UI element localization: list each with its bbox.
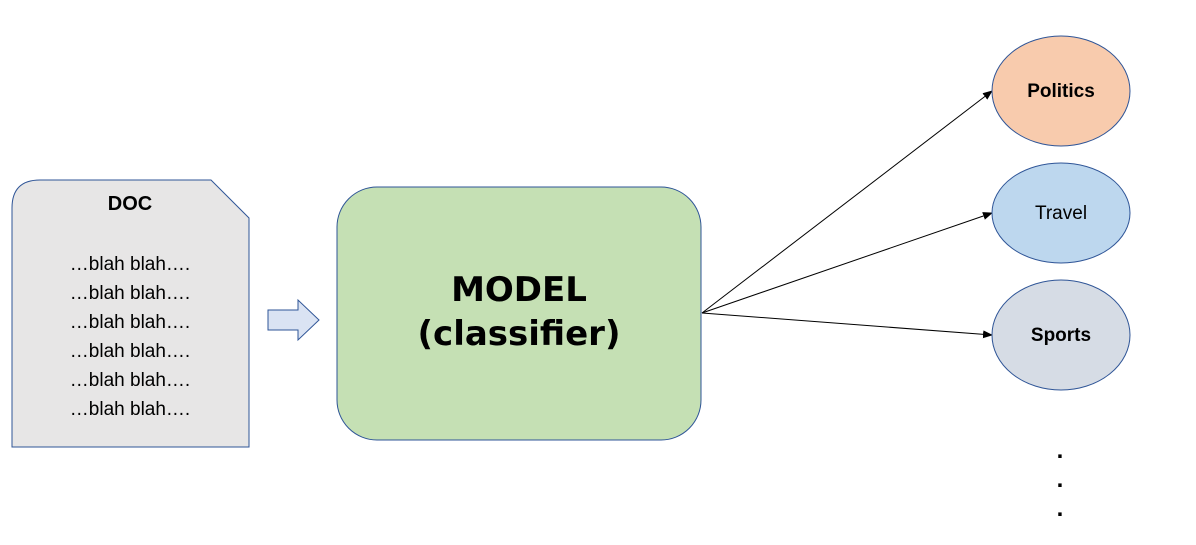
document-line: …blah blah…. (69, 341, 191, 362)
travel-node (991, 162, 1131, 264)
document-line: …blah blah…. (69, 399, 191, 420)
document-line: …blah blah…. (69, 312, 191, 333)
document-line: …blah blah…. (69, 283, 191, 304)
arrow-to-travel (701, 212, 993, 314)
document-body: …blah blah…. …blah blah…. …blah blah…. …… (12, 250, 248, 424)
sports-label: Sports (1030, 325, 1092, 346)
arrow-to-sports (701, 312, 993, 339)
sports-node (991, 279, 1131, 391)
document-line: …blah blah…. (69, 254, 191, 275)
arrow-to-politics (701, 90, 993, 314)
model-title: MODEL (451, 270, 587, 310)
politics-node (991, 35, 1131, 147)
ellipsis-dot: . (1056, 495, 1064, 522)
ellipsis-dot: . (1056, 437, 1064, 464)
model-box (336, 186, 702, 441)
politics-label: Politics (1027, 81, 1095, 102)
document-line: …blah blah…. (69, 370, 191, 391)
model-label: MODEL (classifier) (337, 268, 701, 356)
document-title: DOC (107, 193, 153, 215)
model-subtitle: (classifier) (417, 314, 621, 354)
document-shape (11, 179, 250, 448)
travel-label: Travel (1034, 203, 1088, 224)
ellipsis-dot: . (1056, 466, 1064, 493)
more-categories-ellipsis: . . . (1040, 436, 1080, 523)
input-arrow (267, 298, 320, 342)
